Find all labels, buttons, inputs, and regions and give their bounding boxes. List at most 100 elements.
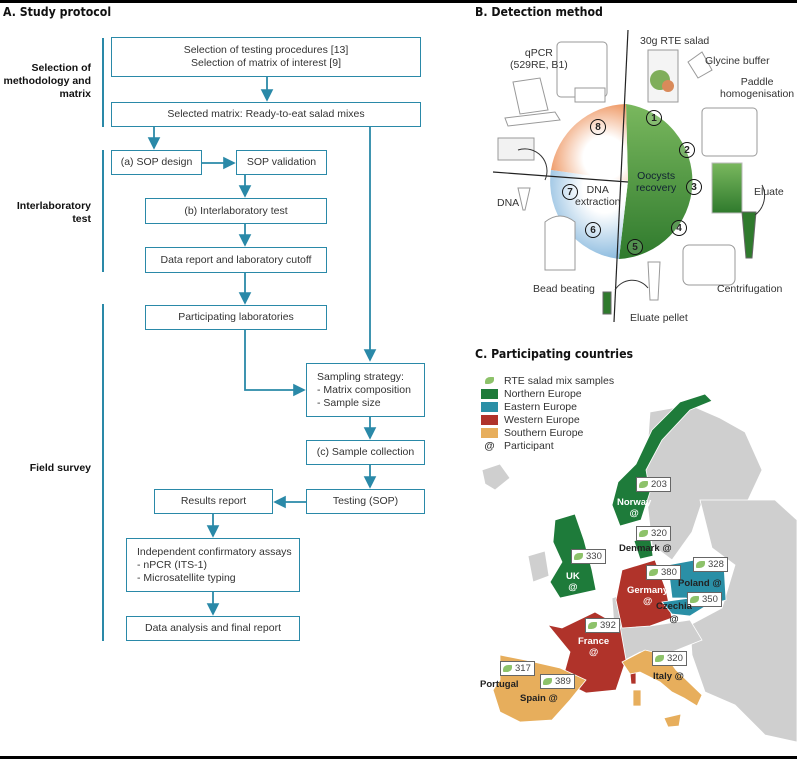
legend-label: Western Europe (504, 413, 580, 426)
buffer-beaker-icon (687, 51, 713, 79)
oocysts-recovery-label: Oocysts recovery (636, 170, 676, 194)
callout-spain: 389 (540, 674, 575, 689)
eluate-tube-icon (741, 211, 757, 259)
panel-c-title: C. Participating countries (475, 346, 634, 361)
curved-arrow-icon (614, 279, 649, 291)
callout-portugal: 317 (500, 661, 535, 676)
legend-participant: @Participant (481, 439, 553, 452)
section-line: Interlaboratory (16, 200, 91, 212)
country-name: Czechia (656, 601, 692, 612)
leaf-icon (485, 377, 494, 384)
legend-label: Northern Europe (504, 387, 582, 400)
arrow (244, 330, 306, 397)
sample-count: 317 (515, 663, 531, 674)
eastern-europe (689, 499, 797, 743)
swatch (481, 414, 498, 425)
legend-southern: Southern Europe (481, 426, 583, 439)
sample-count: 328 (708, 559, 724, 570)
norway-shape (611, 393, 713, 527)
step-1-marker: 1 (646, 110, 662, 126)
laptop-icon (512, 77, 549, 115)
eluate-label: Eluate (754, 186, 784, 198)
country-name: Norway (617, 497, 652, 508)
country-name: Germany (627, 585, 669, 596)
callout-poland: 328 (693, 557, 728, 572)
participant-icon: @ (712, 578, 722, 589)
participant-icon: @ (588, 647, 599, 658)
legend-eastern: Eastern Europe (481, 400, 577, 413)
equipment-icons (497, 41, 766, 315)
box-text: Selection of matrix of interest [9] (191, 57, 341, 69)
box-text: - nPCR (ITS-1) (137, 558, 208, 571)
salad-icon (662, 80, 674, 92)
paddle-homogeniser-icon (701, 107, 758, 157)
curved-arrow-icon (754, 184, 766, 216)
participant-icon: @ (674, 671, 684, 682)
divider-line (492, 171, 629, 183)
country-czechia: Czechia @ (656, 601, 692, 625)
step-8-marker: 8 (590, 119, 606, 135)
final-report-box: Data analysis and final report (126, 616, 300, 641)
data-report-box: Data report and laboratory cutoff (145, 247, 327, 273)
country-uk: UK@ (566, 571, 580, 593)
sample-count: 392 (600, 620, 616, 631)
section-bar (102, 150, 104, 272)
centrifuge-icon (682, 244, 736, 286)
label-line: DNA (586, 184, 609, 196)
dna-label: DNA (497, 197, 520, 209)
participant-icon: @ (669, 614, 679, 625)
pellet-tube-icon (647, 261, 661, 301)
at-icon: @ (484, 439, 495, 452)
bead-beating-label: Bead beating (533, 283, 595, 295)
sardinia-shape (632, 689, 642, 707)
country-denmark: Denmark @ (619, 543, 672, 554)
swatch (481, 401, 498, 412)
section-label-interlab: Interlaboratory test (17, 200, 91, 226)
sample-count: 203 (651, 479, 667, 490)
curved-arrow-icon (517, 148, 548, 181)
label-line: recovery (636, 182, 677, 194)
callout-italy: 320 (652, 651, 687, 666)
section-line: methodology and (3, 75, 92, 87)
swatch (481, 388, 498, 399)
dna-tube-icon (517, 187, 531, 211)
legend-label: RTE salad mix samples (504, 374, 615, 387)
iceland (481, 463, 511, 491)
legend-northern: Northern Europe (481, 387, 582, 400)
country-name: Italy (653, 671, 673, 682)
section-bar (102, 38, 104, 127)
label-line: Paddle (740, 76, 774, 88)
qpcr-tray-icon (574, 87, 606, 103)
country-spain: Spain @ (520, 693, 558, 704)
participant-icon: @ (642, 596, 653, 607)
callout-france: 392 (585, 618, 620, 633)
leaf-icon (696, 561, 705, 568)
participant-icon: @ (548, 693, 558, 704)
box-text: Sampling strategy: (317, 370, 404, 383)
country-poland: Poland @ (678, 578, 722, 589)
country-name: Spain (520, 693, 546, 704)
leaf-icon (655, 655, 664, 662)
callout-denmark: 320 (636, 526, 671, 541)
country-name: UK (566, 571, 580, 582)
results-report-box: Results report (154, 489, 273, 514)
section-line: test (72, 213, 91, 225)
label-line: (529RE, B1) (510, 59, 568, 71)
qpcr-sector (551, 104, 628, 181)
section-line: Selection of (31, 62, 91, 74)
section-label-selection: Selection of methodology and matrix (4, 62, 92, 101)
country-name: Denmark (619, 543, 660, 554)
participant-icon: @ (662, 543, 672, 554)
confirmatory-assays-box: Independent confirmatory assays - nPCR (… (126, 538, 300, 592)
glycine-label: Glycine buffer (705, 55, 770, 67)
flow-arrows (147, 77, 377, 616)
leaf-icon (503, 665, 512, 672)
sample-count: 320 (651, 528, 667, 539)
step-4-marker: 4 (671, 220, 687, 236)
eluate-bag-icon (711, 162, 743, 214)
centrifugation-label: Centrifugation (717, 283, 783, 295)
legend-samples: RTE salad mix samples (481, 374, 614, 387)
participating-labs-box: Participating laboratories (145, 305, 327, 330)
selected-matrix-box: Selected matrix: Ready-to-eat salad mixe… (111, 102, 421, 127)
